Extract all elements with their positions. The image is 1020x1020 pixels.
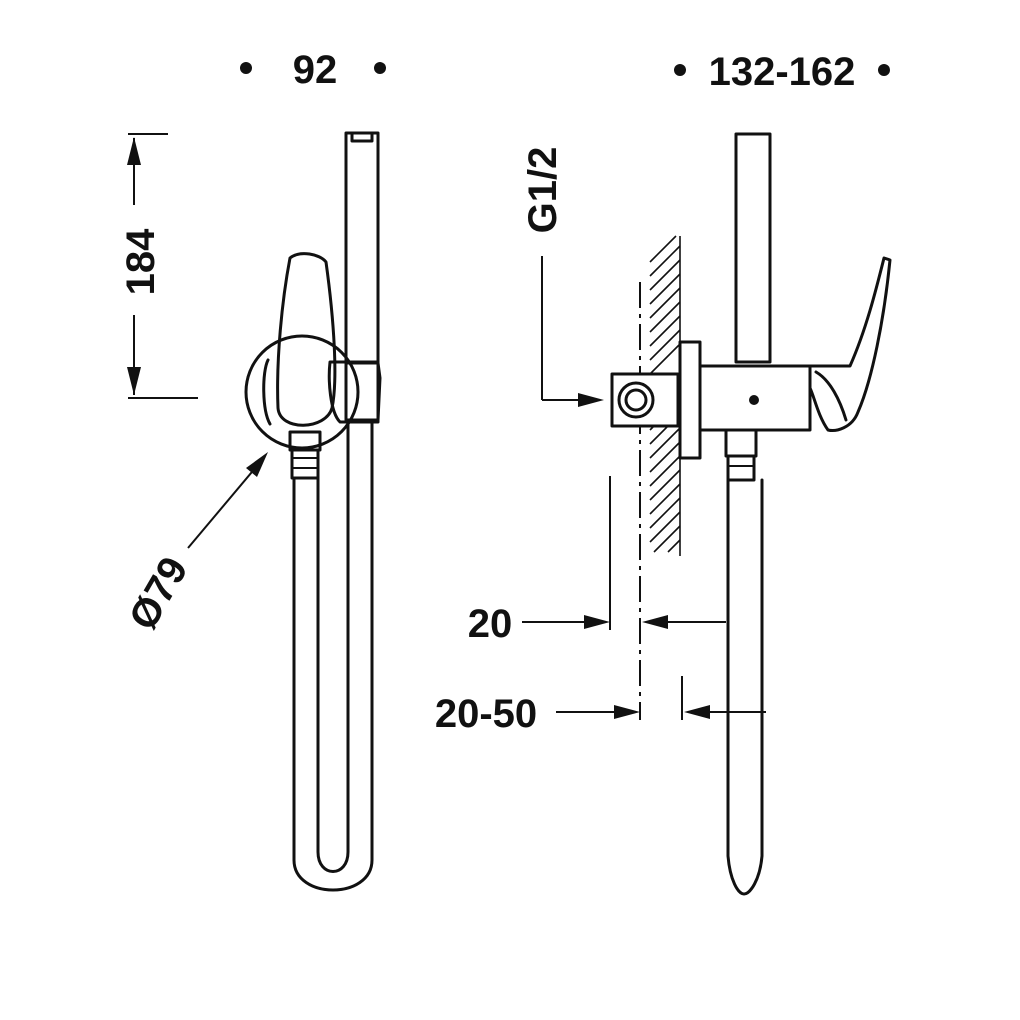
hose-side	[726, 478, 764, 896]
front-view: 92 184 Ø79	[119, 48, 386, 892]
hand-shower-side	[734, 132, 772, 364]
side-view: 132-162 G1/2	[435, 50, 892, 896]
dim-rosette-diameter: Ø79	[121, 550, 197, 637]
dim-adjust-range: 20-50	[435, 692, 537, 736]
dim-rosette-leader	[187, 452, 268, 549]
dim-dot-right-side	[878, 64, 890, 76]
hose-front	[292, 418, 374, 892]
dim-projection: 132-162	[709, 50, 856, 94]
dim-wall-offset: 20	[468, 602, 513, 646]
hose-connector-front	[288, 430, 322, 480]
connection-leader	[541, 256, 604, 407]
hand-shower-front	[344, 131, 382, 422]
dim-connection: G1/2	[521, 147, 565, 234]
wall-connector-side	[610, 372, 680, 428]
dim-wall-offset-line	[522, 476, 726, 630]
dim-dot-left-side	[674, 64, 686, 76]
dim-adjust-line	[556, 676, 766, 720]
lever-side	[808, 256, 892, 432]
dim-dot-right	[374, 62, 386, 74]
rosette-side	[678, 340, 702, 460]
hose-connector-side	[724, 428, 758, 482]
dim-height-line	[127, 133, 198, 399]
rosette-front	[244, 334, 360, 450]
lever-front	[276, 252, 337, 427]
mixer-body-side	[698, 364, 812, 432]
dim-width-front: 92	[293, 48, 338, 92]
dim-dot-left	[240, 62, 252, 74]
dim-height: 184	[119, 228, 163, 295]
